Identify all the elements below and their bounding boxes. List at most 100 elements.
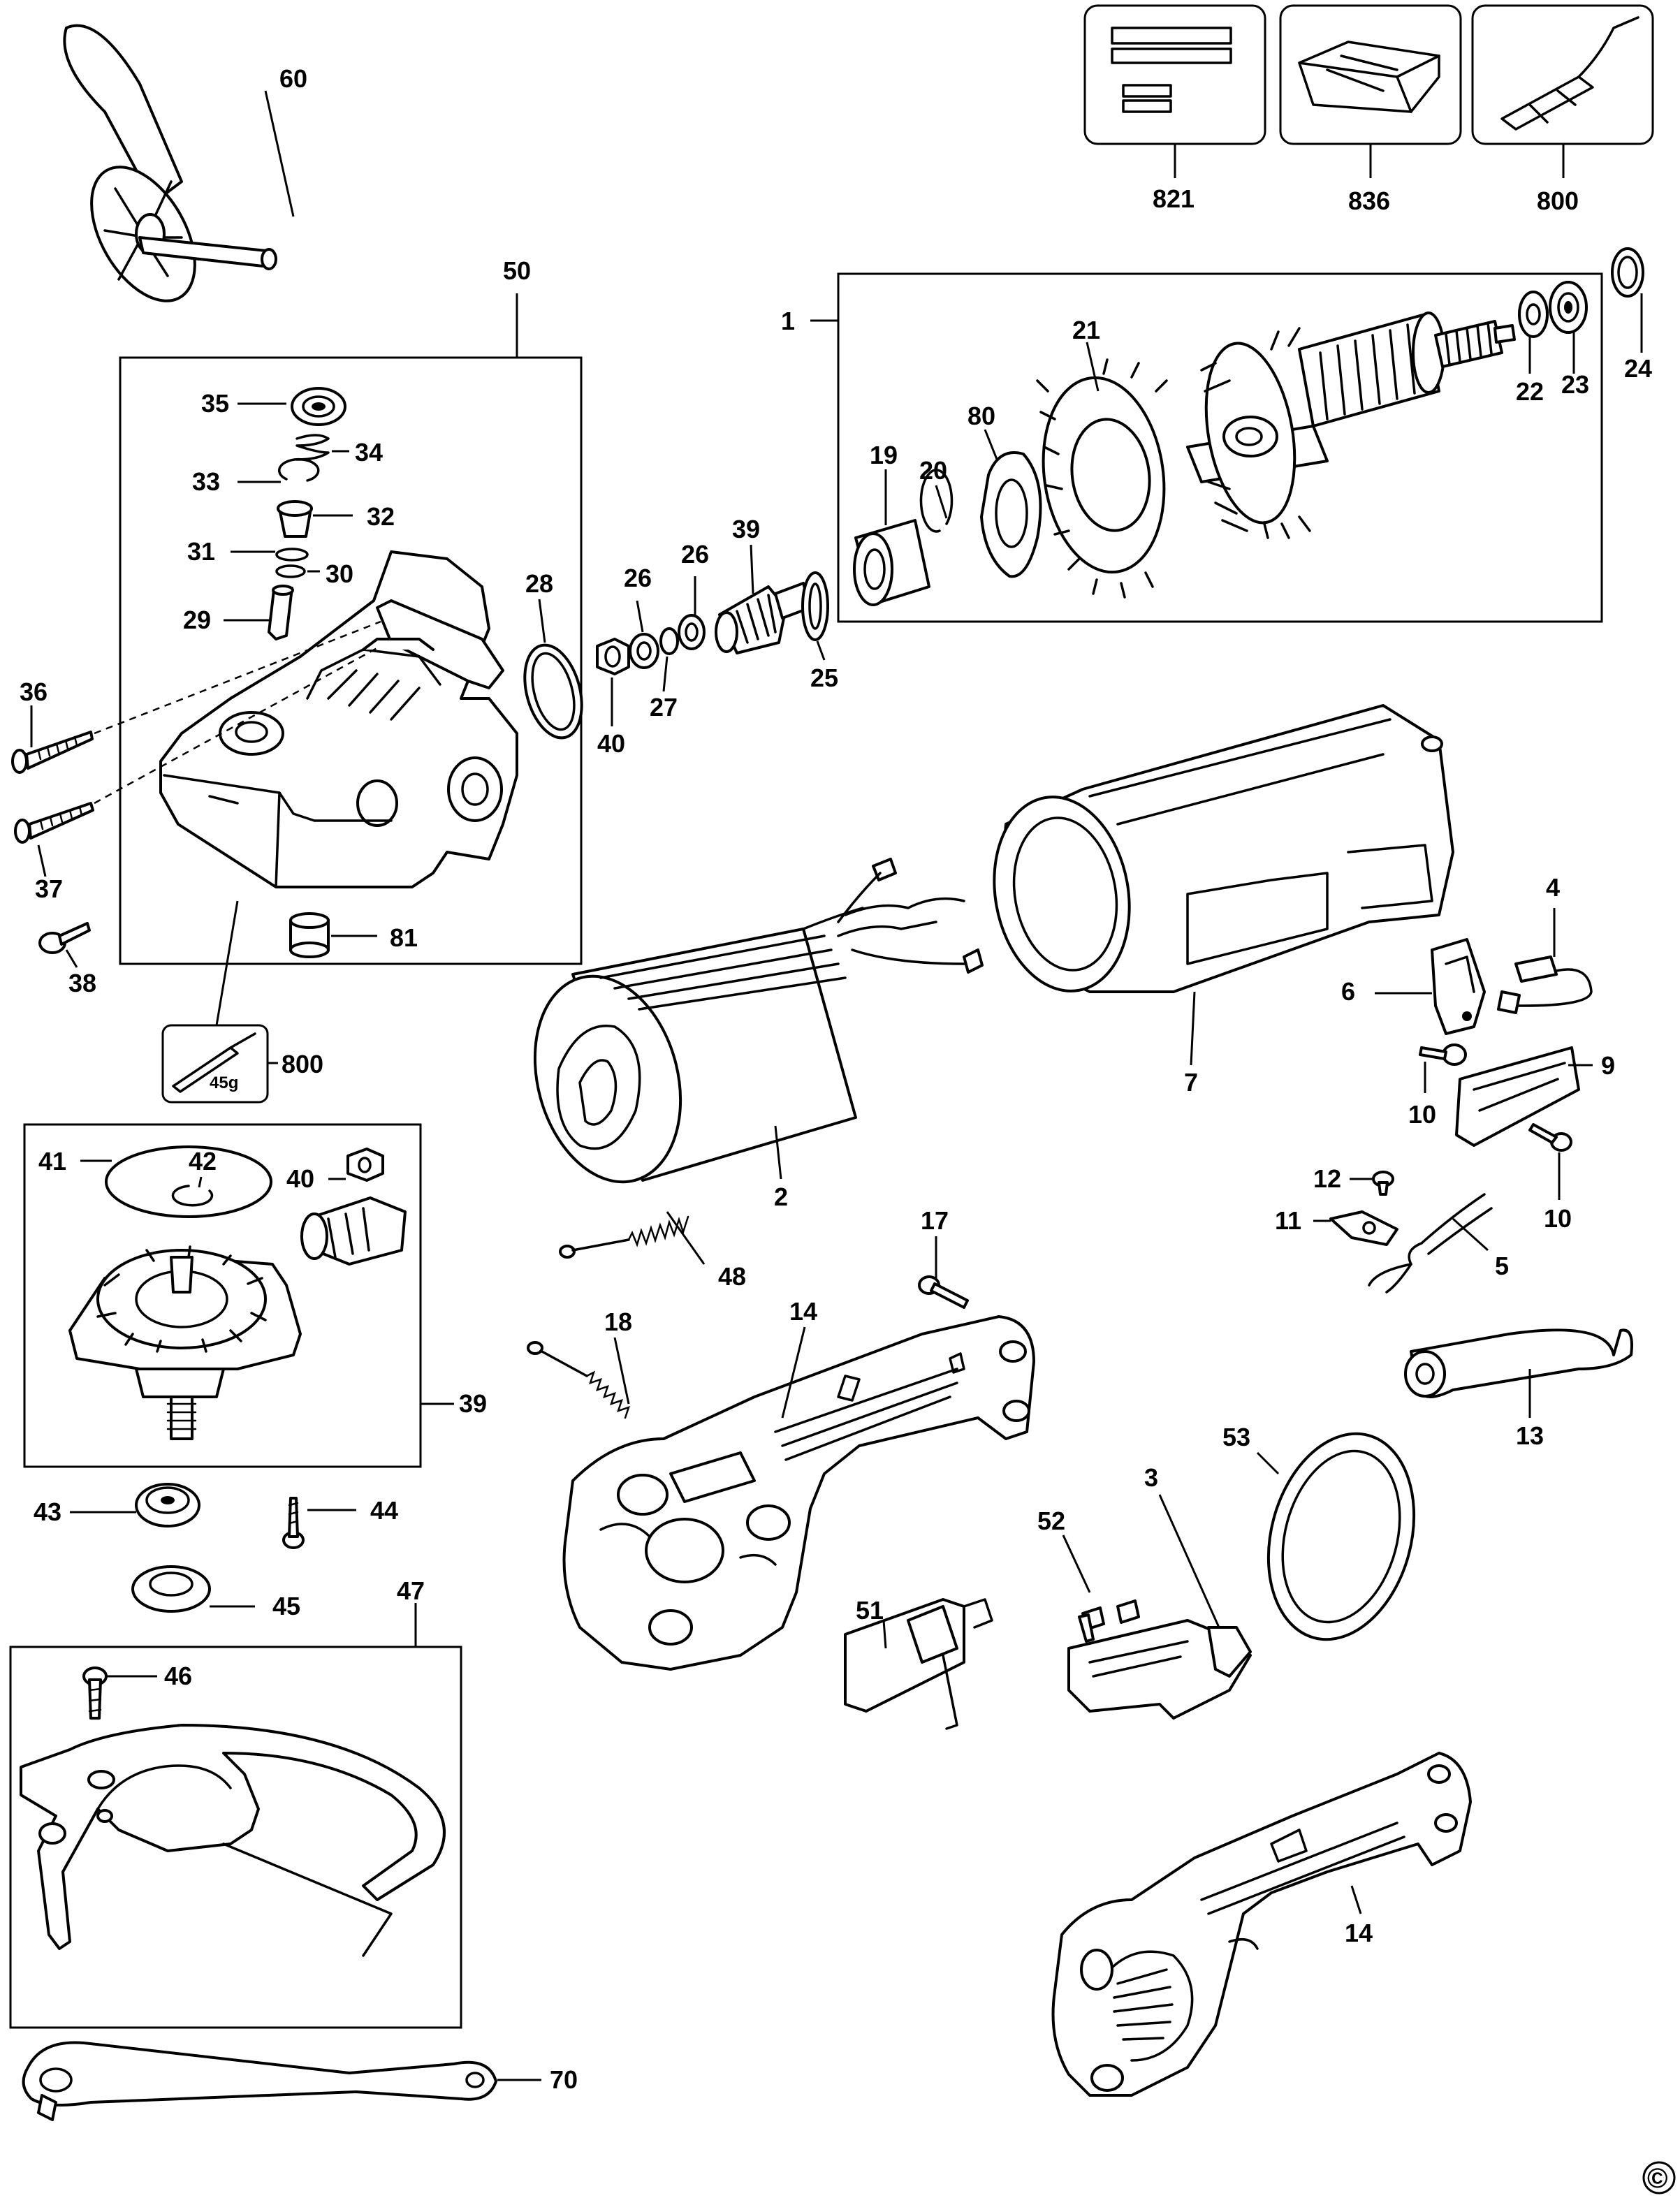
label-53: 53 xyxy=(1222,1423,1250,1451)
screw-17 xyxy=(918,1236,969,1309)
gear-case-housing xyxy=(159,550,518,888)
label-46: 46 xyxy=(164,1662,192,1690)
label-47: 47 xyxy=(397,1576,425,1605)
label-50: 50 xyxy=(503,256,531,285)
side-handle-60 xyxy=(63,24,295,302)
armature-assembly-box xyxy=(837,272,1603,623)
bearing-23 xyxy=(1549,281,1588,374)
label-836: 836 xyxy=(1348,186,1390,215)
ring-27 xyxy=(659,627,679,692)
label-821: 821 xyxy=(1153,184,1195,213)
spindle-assembly-box xyxy=(23,1123,422,1468)
switch-3 xyxy=(1067,1494,1252,1720)
label-9: 9 xyxy=(1601,1051,1615,1080)
label-33: 33 xyxy=(192,467,220,496)
copyright-symbol: © xyxy=(1647,2163,1667,2194)
label-35: 35 xyxy=(201,389,229,418)
label-32: 32 xyxy=(367,502,395,531)
label-12: 12 xyxy=(1313,1164,1341,1193)
bearing-19 xyxy=(853,469,930,606)
o-ring-31-30 xyxy=(231,548,320,578)
gear-case-assembly-box xyxy=(119,356,583,965)
label-31: 31 xyxy=(187,537,215,566)
washer-26b xyxy=(678,576,706,650)
circlip-42 xyxy=(171,1176,214,1207)
label-45: 45 xyxy=(272,1592,300,1620)
label-23: 23 xyxy=(1561,370,1589,399)
label-17: 17 xyxy=(921,1206,949,1235)
label-5: 5 xyxy=(1495,1252,1509,1280)
switch-cover-9 xyxy=(1455,1046,1593,1147)
screw-38 xyxy=(38,922,91,968)
cord-5 xyxy=(1368,1193,1493,1294)
nut-40b xyxy=(328,1148,384,1182)
label-70: 70 xyxy=(550,2065,578,2094)
grease-kit-weight: 45g xyxy=(210,1074,238,1092)
seal-53 xyxy=(1256,1432,1416,1641)
screw-37 xyxy=(14,645,381,877)
guard-assembly-box xyxy=(9,1646,462,2029)
switch-screws-52 xyxy=(1062,1534,1140,1643)
label-27: 27 xyxy=(650,693,678,721)
label-13: 13 xyxy=(1516,1421,1544,1450)
accessory-label-sheet xyxy=(1083,4,1266,178)
label-38: 38 xyxy=(68,969,96,997)
label-21: 21 xyxy=(1072,316,1100,344)
label-80: 80 xyxy=(967,402,995,430)
label-29: 29 xyxy=(183,606,211,634)
label-81: 81 xyxy=(390,923,418,952)
label-4: 4 xyxy=(1546,873,1560,902)
label-3: 3 xyxy=(1144,1463,1158,1492)
spanner-70 xyxy=(22,2041,541,2121)
seal-ring-28 xyxy=(523,599,583,740)
armature xyxy=(1186,312,1516,539)
label-6: 6 xyxy=(1341,977,1355,1006)
label-10-a: 10 xyxy=(1408,1100,1436,1129)
label-52: 52 xyxy=(1037,1507,1065,1535)
accessory-carry-case xyxy=(1279,4,1462,178)
gear-plate xyxy=(68,1245,302,1440)
copyright-mark: © xyxy=(1642,2161,1676,2195)
label-1: 1 xyxy=(781,307,795,335)
cord-protector-13 xyxy=(1404,1328,1633,1418)
motor-housing-7 xyxy=(993,704,1454,1066)
label-14-bottom: 14 xyxy=(1345,1919,1373,1947)
brush-cover-51 xyxy=(844,1598,993,1730)
sleeve-24 xyxy=(1611,247,1644,353)
label-10-b: 10 xyxy=(1544,1204,1572,1233)
label-36: 36 xyxy=(20,677,48,706)
label-20: 20 xyxy=(919,456,947,485)
label-42: 42 xyxy=(189,1147,217,1175)
label-7: 7 xyxy=(1184,1068,1198,1097)
label-800-top: 800 xyxy=(1537,186,1579,215)
label-26-b: 26 xyxy=(681,540,709,569)
label-26-a: 26 xyxy=(624,564,652,592)
label-48: 48 xyxy=(718,1262,746,1291)
flange-43 xyxy=(70,1483,200,1527)
label-37: 37 xyxy=(35,874,63,903)
insulator-80 xyxy=(980,429,1042,578)
label-34: 34 xyxy=(355,438,383,467)
gasket-41 xyxy=(80,1145,272,1218)
clamp-11 xyxy=(1313,1210,1398,1246)
washer-22 xyxy=(1518,291,1549,374)
bushing-81 xyxy=(289,912,377,958)
label-800-kit: 800 xyxy=(282,1050,323,1078)
label-14-top: 14 xyxy=(789,1297,817,1326)
label-39-box: 39 xyxy=(459,1389,487,1418)
label-2: 2 xyxy=(774,1182,788,1211)
label-39-top: 39 xyxy=(732,515,760,543)
screw-10b xyxy=(1528,1123,1572,1200)
spring-48 xyxy=(559,1211,706,1265)
bushing-32 xyxy=(277,500,353,538)
seal-25 xyxy=(801,571,829,661)
label-40-mid: 40 xyxy=(286,1164,314,1193)
accessory-grease-tube xyxy=(1471,4,1654,178)
baffle-21 xyxy=(1036,342,1168,599)
washer-26a xyxy=(629,600,659,669)
retaining-ring-33 xyxy=(238,457,320,483)
field-stator-2 xyxy=(533,858,984,1184)
wheel-guard xyxy=(20,1724,446,1957)
label-30: 30 xyxy=(326,559,353,588)
